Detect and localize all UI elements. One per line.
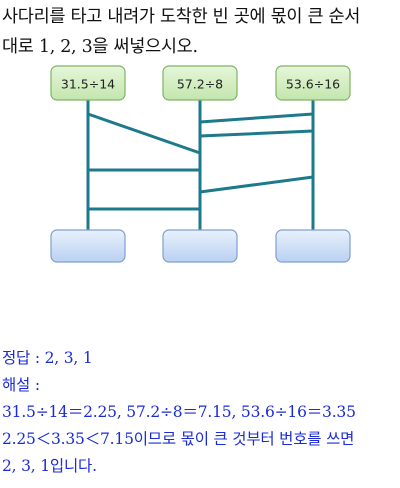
answer-box-3[interactable] <box>275 229 351 263</box>
top-box-1: 31.5÷14 <box>50 65 126 101</box>
question-line-1: 사다리를 타고 내려가 도착한 빈 곳에 몫이 큰 순서 <box>2 7 361 27</box>
top-box-3-label: 53.6÷16 <box>286 77 340 92</box>
ladder-rung-2 <box>199 112 314 124</box>
answer-section: 정답 : 2, 3, 1 해설 : 31.5÷14＝2.25, 57.2÷8＝7… <box>2 345 400 480</box>
top-box-1-label: 31.5÷14 <box>61 77 115 92</box>
answer-calculation: 31.5÷14＝2.25, 57.2÷8＝7.15, 53.6÷16＝3.35 <box>2 403 356 421</box>
top-box-2-label: 57.2÷8 <box>177 77 223 92</box>
answer-correct: 정답 : 2, 3, 1 <box>2 349 93 367</box>
question-line-2: 대로 1, 2, 3을 써넣으시오. <box>2 37 198 57</box>
answer-box-2[interactable] <box>162 229 238 263</box>
ladder-rung-3 <box>199 129 314 138</box>
ladder-diagram: 31.5÷14 57.2÷8 53.6÷16 <box>50 65 351 263</box>
answer-comparison: 2.25＜3.35＜7.15이므로 몫이 큰 것부터 번호를 쓰면 <box>2 430 355 448</box>
top-box-2: 57.2÷8 <box>162 65 238 101</box>
top-box-3: 53.6÷16 <box>275 65 351 101</box>
answer-explanation-label: 해설 : <box>2 376 40 394</box>
question-text: 사다리를 타고 내려가 도착한 빈 곳에 몫이 큰 순서 대로 1, 2, 3을… <box>2 2 398 62</box>
answer-conclusion: 2, 3, 1입니다. <box>2 457 97 475</box>
ladder-rung-5 <box>199 175 314 194</box>
ladder-rung-1 <box>87 112 201 155</box>
answer-box-1[interactable] <box>50 229 126 263</box>
